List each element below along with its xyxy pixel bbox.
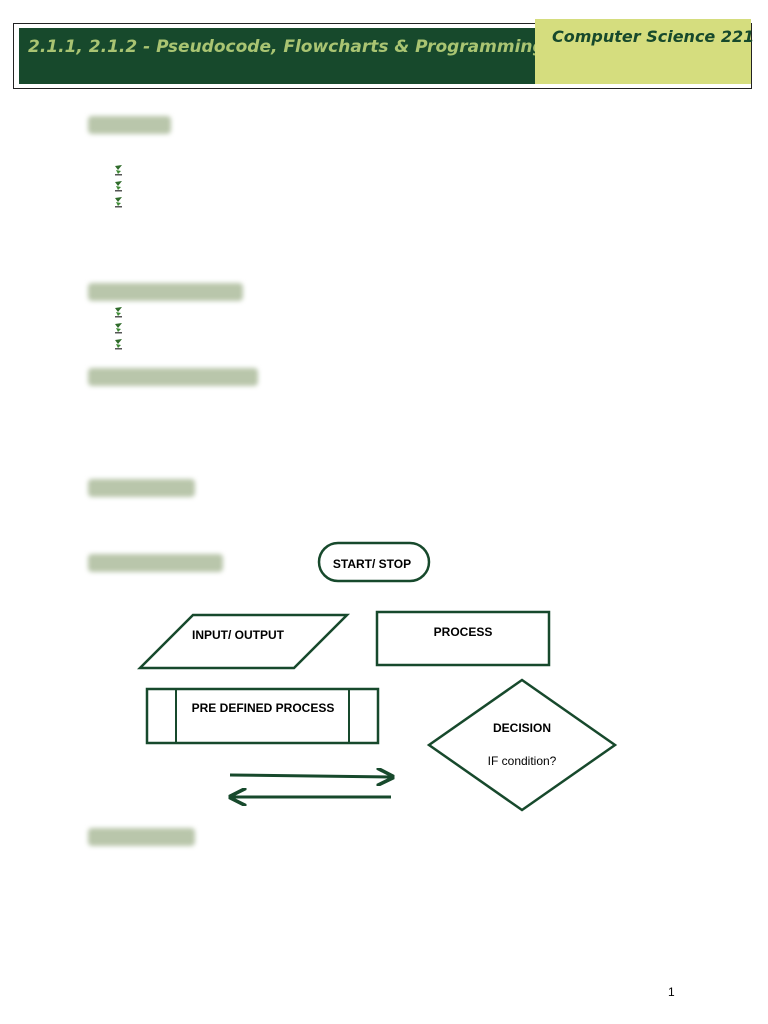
decision-label: DECISION xyxy=(493,721,551,735)
course-title: Computer Science 221 xyxy=(552,27,755,46)
page-number: 1 xyxy=(668,985,675,999)
course-box xyxy=(535,19,751,84)
blurred-heading-pseudocode xyxy=(88,368,258,386)
blurred-heading-types-of-algorithms xyxy=(88,283,243,301)
arrow-right-icon xyxy=(229,775,391,777)
bullet-icon xyxy=(115,307,122,318)
bullet-icon xyxy=(115,339,122,350)
decision-condition-label: IF condition? xyxy=(488,754,557,768)
header-title-bar xyxy=(19,28,536,84)
terminator-label: START/ STOP xyxy=(333,557,411,571)
predefined-process-label: PRE DEFINED PROCESS xyxy=(192,701,335,715)
bullet-icon xyxy=(115,197,122,208)
process-symbol: PROCESS xyxy=(375,610,551,667)
blurred-heading-flowchart-symbols xyxy=(88,554,223,572)
input-output-symbol: INPUT/ OUTPUT xyxy=(136,613,351,670)
bullet-icon xyxy=(115,323,122,334)
decision-symbol: DECISION IF condition? xyxy=(426,678,618,812)
bullet-icon xyxy=(115,181,122,192)
input-output-label: INPUT/ OUTPUT xyxy=(192,628,285,642)
process-label: PROCESS xyxy=(434,625,493,639)
blurred-heading-algorithms xyxy=(88,116,171,134)
flow-arrows xyxy=(230,775,391,797)
bullet-icon xyxy=(115,165,122,176)
predefined-process-symbol: PRE DEFINED PROCESS xyxy=(145,687,380,745)
document-title: 2.1.1, 2.1.2 - Pseudocode, Flowcharts & … xyxy=(28,37,545,57)
terminator-symbol: START/ STOP xyxy=(317,541,431,583)
blurred-heading-flowcharts xyxy=(88,479,195,497)
blurred-heading-programming xyxy=(88,828,195,846)
